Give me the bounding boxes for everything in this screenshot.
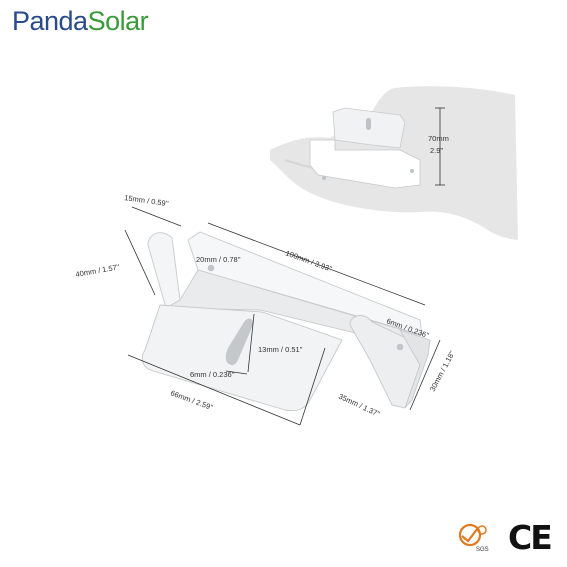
ce-mark: CE [508, 518, 553, 557]
dim-base-width: 66mm / 2.59'' [169, 388, 214, 412]
dim-hand-in: 2.9'' [430, 146, 444, 155]
dim-base-depth: 35mm / 1.37'' [337, 392, 382, 419]
hand-height-dimension [435, 107, 445, 186]
sgs-label: SGS [476, 547, 489, 553]
main-dimension-lines [124, 206, 441, 426]
dim-right-height: 30mm / 1.18'' [428, 349, 457, 393]
dim-top-width: 15mm / 0.59'' [124, 193, 170, 208]
sgs-badge-icon [458, 523, 487, 547]
brand-logo: PandaSolar [12, 6, 149, 37]
dim-hand-mm: 70mm [428, 134, 449, 143]
dim-slot-width: 6mm / 0.236'' [190, 370, 235, 379]
dim-slot-length: 13mm / 0.51'' [258, 345, 303, 354]
dim-side-height: 40mm / 1.57'' [75, 262, 121, 279]
brand-part-solar: Solar [87, 6, 149, 36]
dim-hole-spacing: 20mm / 0.78'' [196, 255, 241, 264]
brand-part-panda: Panda [12, 6, 88, 36]
small-bracket [309, 107, 421, 189]
main-bracket [141, 231, 431, 412]
